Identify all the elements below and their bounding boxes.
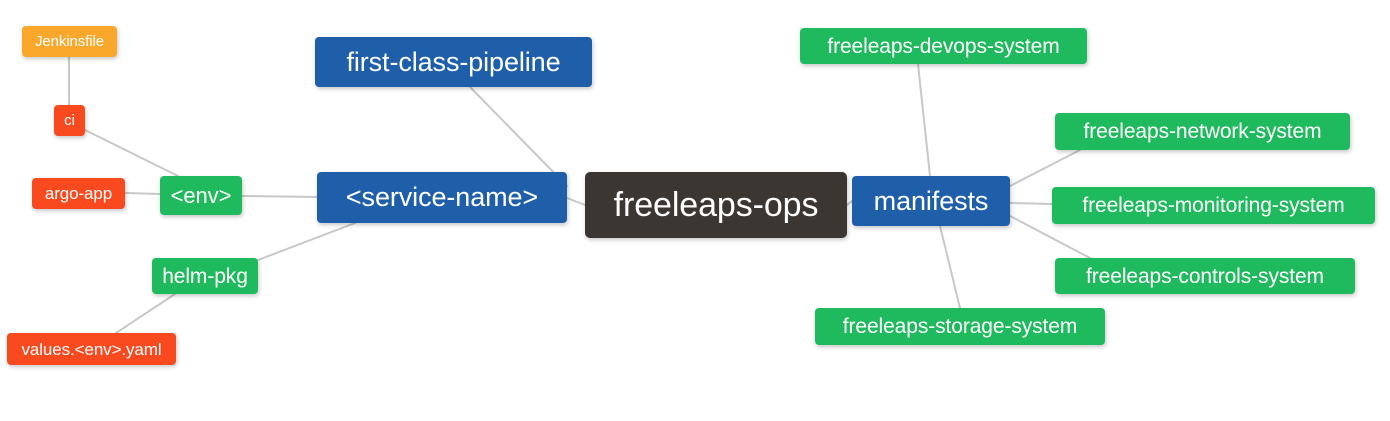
edge-env-to-argo-app <box>124 192 161 195</box>
node-freeleaps-devops-system[interactable]: freeleaps-devops-system <box>800 28 1087 64</box>
node-argo-app[interactable]: argo-app <box>32 178 125 209</box>
edge-root-to-service-name <box>566 197 586 206</box>
edge-service-name-to-helm-pkg <box>244 222 356 266</box>
edge-manifests-to-freeleaps-devops-system <box>917 63 931 177</box>
edge-service-name-to-env <box>241 195 318 198</box>
node-env[interactable]: <env> <box>160 176 242 215</box>
node-manifests[interactable]: manifests <box>852 176 1010 226</box>
node-root[interactable]: freeleaps-ops <box>585 172 847 238</box>
edge-manifests-to-freeleaps-storage-system <box>939 225 961 309</box>
node-freeleaps-monitoring-system[interactable]: freeleaps-monitoring-system <box>1052 187 1375 224</box>
edge-env-to-ci <box>84 129 179 177</box>
edge-helm-pkg-to-values-env-yaml <box>115 293 176 334</box>
node-helm-pkg[interactable]: helm-pkg <box>152 258 258 294</box>
node-values-env-yaml[interactable]: values.<env>.yaml <box>7 333 176 365</box>
edge-manifests-to-freeleaps-monitoring-system <box>1009 202 1053 205</box>
node-ci[interactable]: ci <box>54 105 85 136</box>
node-freeleaps-network-system[interactable]: freeleaps-network-system <box>1055 113 1350 150</box>
node-first-class-pipeline[interactable]: first-class-pipeline <box>315 37 592 87</box>
node-freeleaps-storage-system[interactable]: freeleaps-storage-system <box>815 308 1105 345</box>
node-jenkinsfile[interactable]: Jenkinsfile <box>22 26 117 57</box>
node-freeleaps-controls-system[interactable]: freeleaps-controls-system <box>1055 258 1355 294</box>
edge-manifests-to-freeleaps-network-system <box>1009 149 1081 187</box>
node-service-name[interactable]: <service-name> <box>317 172 567 223</box>
